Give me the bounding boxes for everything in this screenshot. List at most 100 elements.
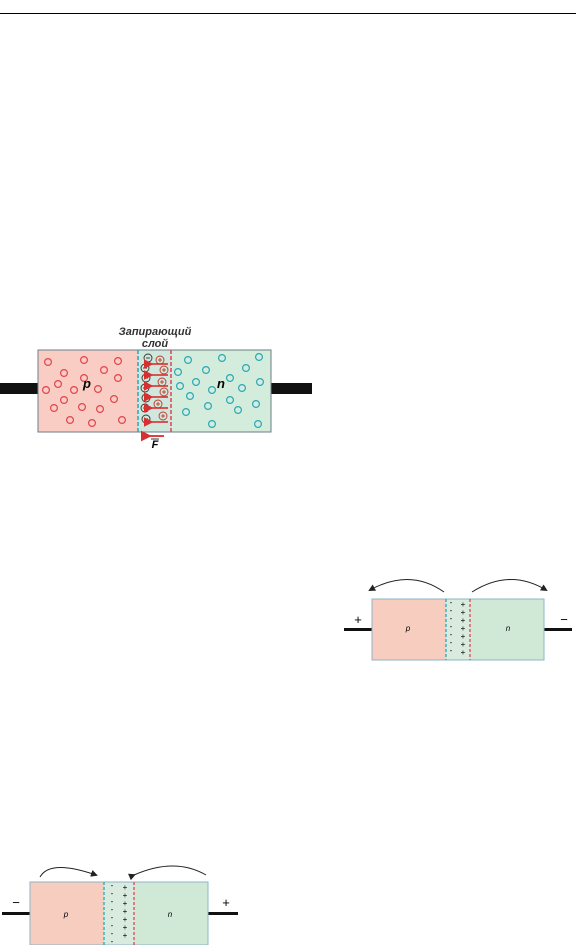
hole [65,415,74,424]
n-region-label: n [217,376,225,391]
svg-text:-: - [450,638,453,647]
holes-group [41,355,126,427]
svg-text:+: + [461,608,466,617]
diode-outline [37,349,272,433]
svg-text:-: - [450,630,453,639]
right-curved-arrow [471,579,548,593]
svg-text:+: + [461,640,466,649]
electron [255,352,264,361]
pn-junction-figure: Запирающий слой p n F [0,326,312,451]
electron [208,385,217,394]
left-terminal-sign: − [12,895,20,910]
svg-text:-: - [111,889,114,898]
right-terminal-sign: − [560,612,568,627]
svg-text:-: - [450,622,453,631]
field-arrows [144,359,168,427]
right-lead [544,628,572,631]
electron [202,365,211,374]
hole [113,373,122,382]
electron [174,367,183,376]
svg-text:-: - [111,881,114,890]
n-region-label: n [506,624,511,633]
hole [79,355,88,364]
diode-outline [29,881,209,945]
electrons-group [174,352,265,428]
hole [87,418,96,427]
minus-column: - - - - - - - [450,598,453,655]
reverse-bias-figure: - - - - - - - - + + + + + + + p n − + [2,865,238,945]
hole [49,403,58,412]
svg-text:+: + [461,648,466,657]
svg-text:+: + [123,915,128,924]
p-region [30,882,104,945]
right-curved-arrow [128,865,207,881]
header-rule [0,13,576,14]
electron [238,383,247,392]
p-region-label: p [63,910,69,919]
hole [41,385,50,394]
force-label: F [152,439,159,451]
electron [186,391,195,400]
diode-outline [371,598,545,661]
positive-ion-signs [156,358,166,418]
plus-column: + + + + + + + [123,883,128,940]
minus-column: - - - - - - - - [111,881,114,945]
electron [208,419,217,428]
left-lead [2,912,30,915]
svg-text:-: - [111,897,114,906]
svg-text:+: + [123,883,128,892]
p-region [38,350,138,432]
left-curved-arrow [39,866,98,878]
right-lead [270,383,312,394]
svg-text:-: - [111,921,114,930]
svg-text:-: - [111,913,114,922]
p-region-label: p [82,376,91,391]
depletion-layer [446,599,470,660]
electron [226,373,235,382]
electron [256,377,265,386]
electron [252,399,261,408]
hole [43,357,52,366]
svg-text:-: - [111,937,114,945]
electron [242,363,251,372]
p-region-label: p [405,624,411,633]
hole [77,402,86,411]
svg-text:+: + [123,931,128,940]
hole [109,394,118,403]
left-terminal-sign: + [354,612,362,627]
hole [79,373,88,382]
hole [59,395,68,404]
svg-text:+: + [123,907,128,916]
hole [53,379,62,388]
hole [93,384,102,393]
svg-text:+: + [123,891,128,900]
electron [254,419,263,428]
left-lead [0,383,38,394]
svg-text:+: + [123,923,128,932]
left-lead [344,628,372,631]
hole [95,404,104,413]
electron [234,405,243,414]
n-region [470,599,544,660]
svg-text:-: - [450,646,453,655]
right-terminal-sign: + [222,895,230,910]
svg-text:-: - [450,598,453,607]
hole [117,415,126,424]
hole [69,385,78,394]
n-region [134,882,208,945]
hole [99,365,108,374]
hole [113,356,122,365]
p-region [372,599,446,660]
right-lead [208,912,238,915]
n-region-label: n [168,910,173,919]
svg-text:+: + [461,624,466,633]
svg-text:+: + [461,616,466,625]
electron [218,353,227,362]
electron [192,377,201,386]
svg-text:-: - [111,929,114,938]
svg-text:-: - [450,614,453,623]
electron [226,395,235,404]
svg-text:-: - [111,905,114,914]
electron [204,401,213,410]
svg-text:-: - [450,606,453,615]
